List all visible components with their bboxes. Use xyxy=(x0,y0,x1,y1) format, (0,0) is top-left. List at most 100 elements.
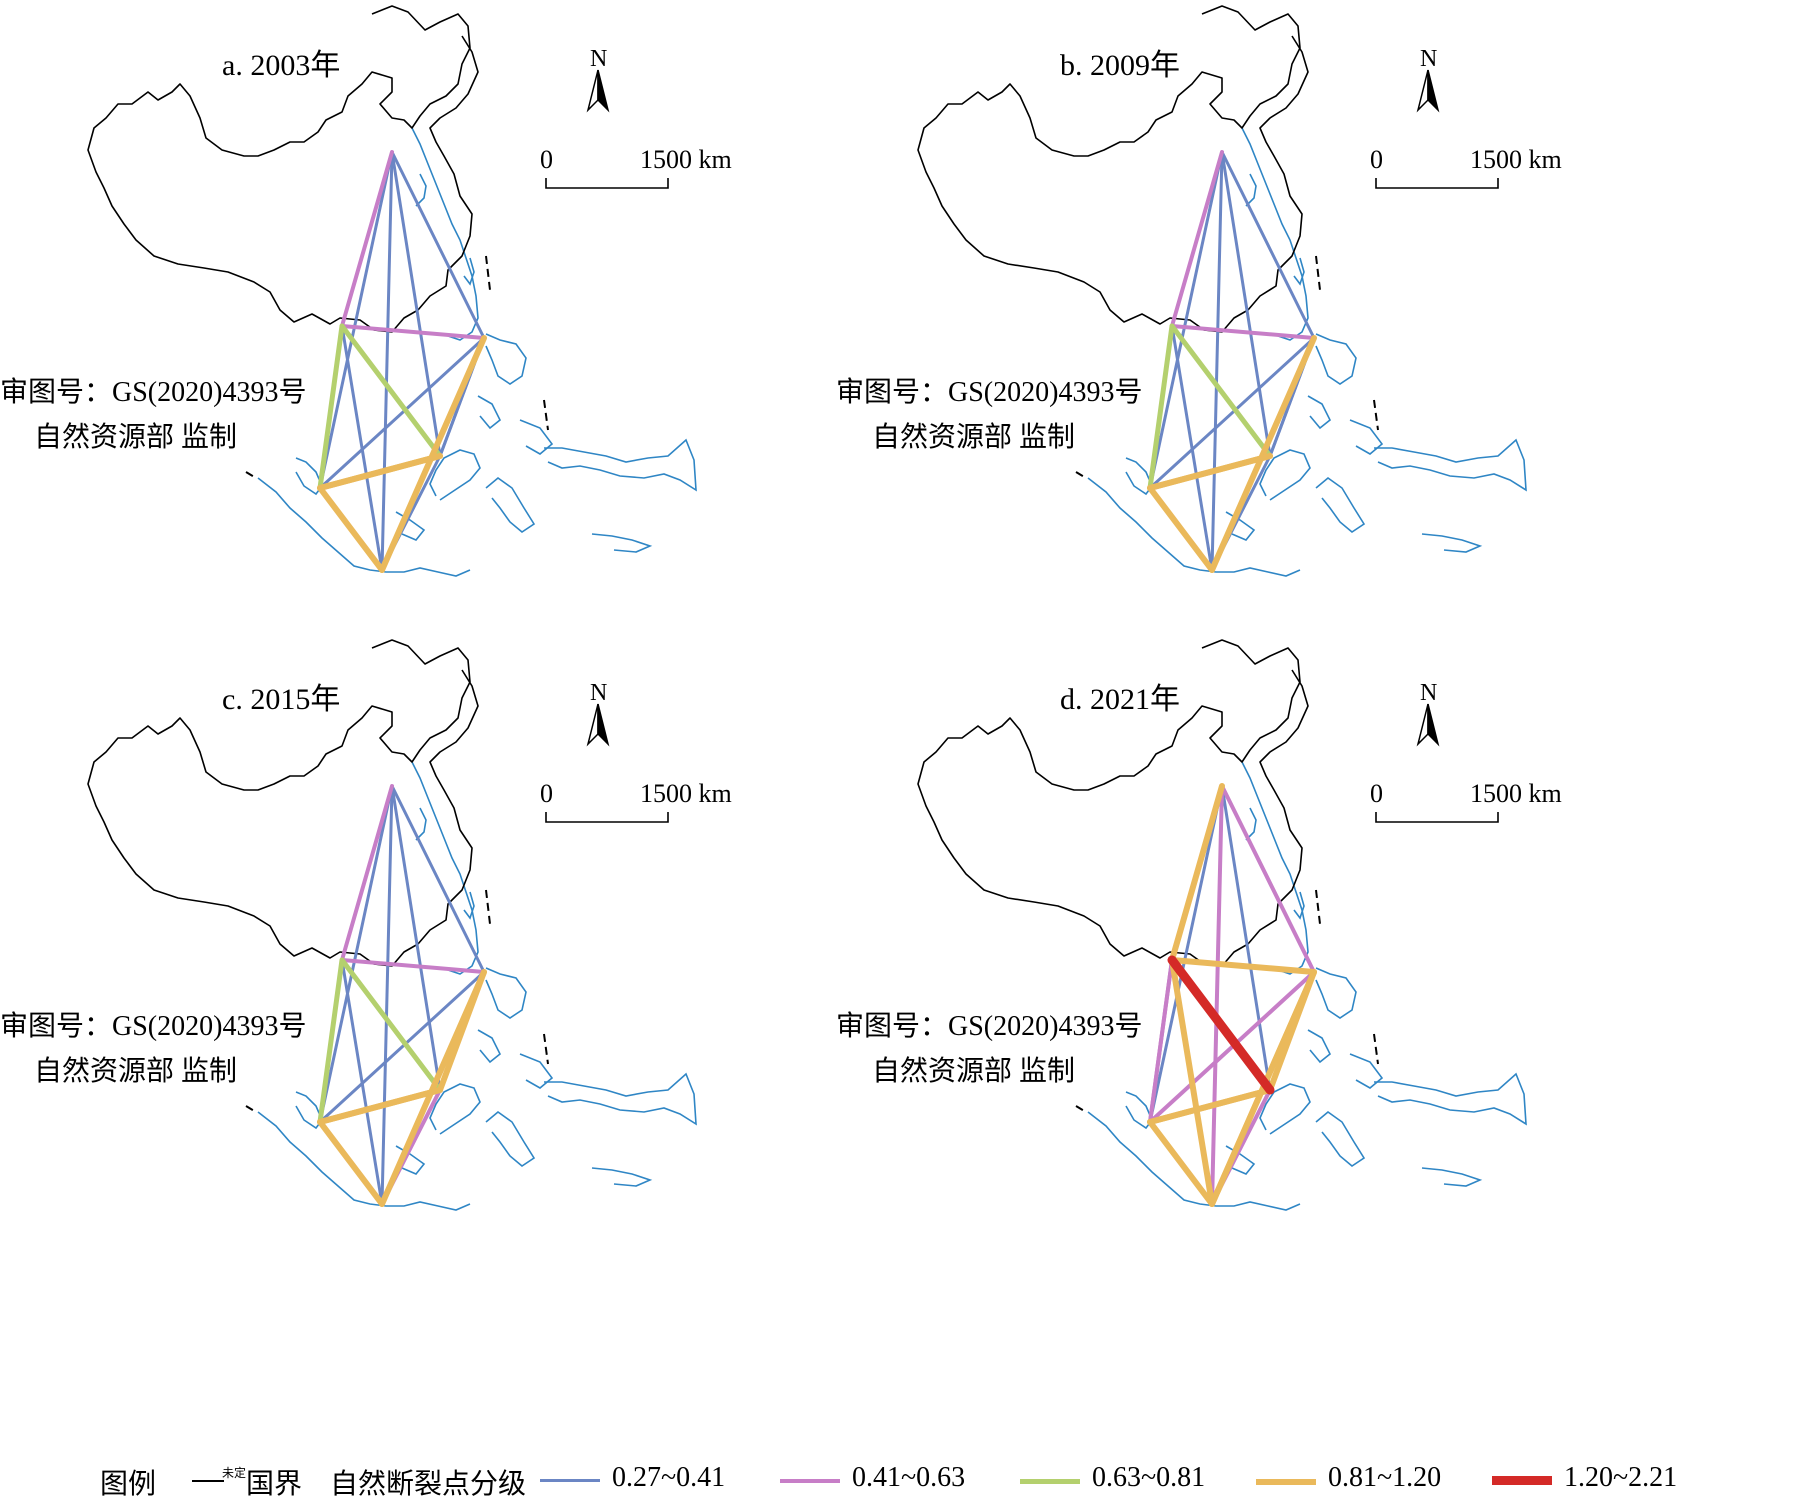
link-line xyxy=(1148,784,1224,1124)
coastline xyxy=(411,761,479,975)
legend-label-class-2: 0.41~0.63 xyxy=(852,1462,966,1493)
undetermined-border xyxy=(245,889,549,1113)
coastline xyxy=(429,449,481,501)
coastline xyxy=(1245,173,1257,207)
link-line xyxy=(390,784,486,974)
coastline xyxy=(1374,1072,1527,1126)
link-line xyxy=(317,1119,385,1207)
approval-number: 审图号：GS(2020)4393号 xyxy=(836,1011,1143,1042)
coastline xyxy=(1307,395,1332,430)
legend-swatch-class-5 xyxy=(1492,1476,1552,1485)
link-line xyxy=(318,970,486,1124)
panel-title: b. 2009年 xyxy=(1060,49,1180,82)
link-line xyxy=(318,336,486,490)
link-line xyxy=(317,1087,443,1125)
link-line xyxy=(1169,323,1273,459)
legend-label-class-3: 0.63~0.81 xyxy=(1092,1462,1206,1493)
coastline xyxy=(1315,1110,1366,1167)
china-border xyxy=(87,639,479,967)
coastline xyxy=(485,967,527,1019)
link-line xyxy=(1220,784,1272,1092)
coastline xyxy=(1349,1053,1384,1089)
scale-bar xyxy=(545,178,669,189)
link-line xyxy=(317,453,443,491)
china-border xyxy=(87,5,479,333)
north-arrow xyxy=(1416,69,1440,113)
scale-distance: 1500 km xyxy=(640,779,732,808)
link-line xyxy=(390,784,442,1092)
link-line xyxy=(1167,955,1275,1095)
coastline xyxy=(1293,891,1305,920)
coastline xyxy=(415,173,427,207)
link-line xyxy=(1169,957,1317,975)
map-d xyxy=(917,639,1527,1211)
legend: 图例 未定 国界 自然断裂点分级 0.27~0.41 0.41~0.63 0.6… xyxy=(100,1462,1800,1502)
scale-distance: 1500 km xyxy=(1470,145,1562,174)
link-line xyxy=(1220,150,1316,340)
link-line xyxy=(390,150,486,340)
legend-undetermined-label: 未定 xyxy=(222,1466,247,1480)
link-line xyxy=(318,150,394,490)
coastline xyxy=(1349,419,1384,455)
panel-c: c. 2015年 N 0 1500 km 审图号：GS(2020)4393号 自… xyxy=(0,634,908,1374)
panel-title: d. 2021年 xyxy=(1060,683,1180,716)
coastline xyxy=(544,438,697,492)
scale-zero: 0 xyxy=(540,779,553,808)
undetermined-border xyxy=(1075,255,1379,479)
coastline xyxy=(1259,1083,1311,1135)
china-border xyxy=(917,639,1309,967)
legend-label-class-1: 0.27~0.41 xyxy=(612,1462,726,1493)
panel-title: a. 2003年 xyxy=(222,49,341,82)
legend-swatch-class-1 xyxy=(540,1479,600,1482)
map-b xyxy=(917,5,1527,577)
scale-bar xyxy=(1375,178,1499,189)
panel-b: b. 2009年 N 0 1500 km 审图号：GS(2020)4393号 自… xyxy=(830,0,1738,740)
link-line xyxy=(1169,957,1215,1207)
panel-a: a. 2003年 N 0 1500 km 审图号：GS(2020)4393号 自… xyxy=(0,0,908,740)
legend-border-label: 国界 xyxy=(246,1469,303,1500)
coastline xyxy=(477,1029,502,1064)
link-line xyxy=(1170,150,1224,328)
coastline xyxy=(463,891,475,920)
coastline xyxy=(1293,257,1305,286)
link-line xyxy=(390,150,442,458)
scale-distance: 1500 km xyxy=(640,145,732,174)
coastline xyxy=(1259,449,1311,501)
coastline xyxy=(415,807,427,841)
coastline xyxy=(519,419,554,455)
north-arrow xyxy=(586,703,610,747)
north-arrow xyxy=(1416,703,1440,747)
link-line xyxy=(1169,783,1225,963)
coastline xyxy=(1315,967,1357,1019)
scale-zero: 0 xyxy=(540,145,553,174)
coastline xyxy=(1087,477,1301,577)
link-line xyxy=(1148,150,1224,490)
link-line xyxy=(1220,784,1316,974)
panel-title: c. 2015年 xyxy=(222,683,341,716)
coastline xyxy=(429,1083,481,1135)
link-line xyxy=(1170,324,1316,340)
coastline xyxy=(1315,476,1366,533)
panel-d: d. 2021年 N 0 1500 km 审图号：GS(2020)4393号 自… xyxy=(830,634,1738,1374)
coastline xyxy=(1421,1167,1483,1187)
coastline xyxy=(257,477,471,577)
china-border xyxy=(917,5,1309,333)
coastline xyxy=(1245,807,1257,841)
link-line xyxy=(317,485,385,573)
link-line xyxy=(380,150,394,572)
undetermined-border xyxy=(245,255,549,479)
coastline xyxy=(485,1110,536,1167)
scale-zero: 0 xyxy=(1370,145,1383,174)
legend-label-class-5: 1.20~2.21 xyxy=(1564,1462,1678,1493)
coastline xyxy=(1307,1029,1332,1064)
coastline xyxy=(1241,127,1309,341)
north-label: N xyxy=(590,46,608,72)
link-line xyxy=(1147,453,1273,491)
scale-bar xyxy=(545,812,669,823)
coastline xyxy=(477,395,502,430)
link-line xyxy=(1147,323,1175,491)
coastline xyxy=(519,1053,554,1089)
north-arrow xyxy=(586,69,610,113)
coastline xyxy=(1374,438,1527,492)
legend-border-symbol xyxy=(192,1480,224,1482)
